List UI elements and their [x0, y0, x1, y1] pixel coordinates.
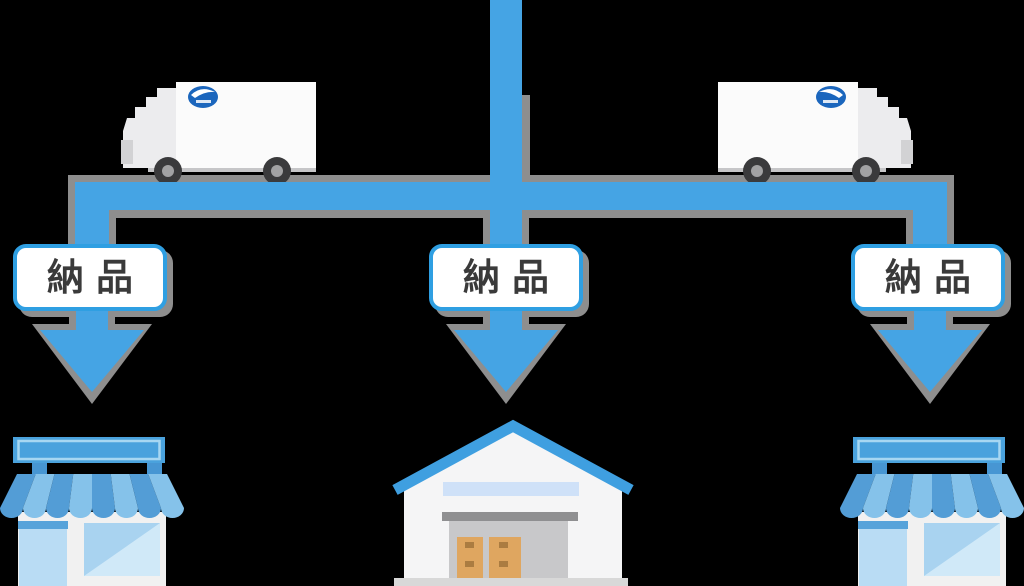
delivery-label-center-text: 納品: [463, 256, 561, 299]
store-right-icon: [838, 435, 1024, 586]
branch-right: [913, 182, 947, 246]
delivery-label-left: 納品: [13, 244, 167, 311]
delivery-label-right-text: 納品: [885, 256, 983, 299]
delivery-label-left-text: 納品: [47, 256, 145, 299]
supply-connector: [40, 0, 982, 392]
warehouse-icon: [392, 419, 634, 586]
truck-left-icon: [121, 82, 316, 185]
center-supply-line: [490, 0, 522, 248]
store-left-icon: [0, 435, 186, 586]
delivery-label-center: 納品: [429, 244, 583, 311]
branch-left: [75, 182, 109, 246]
delivery-label-right: 納品: [851, 244, 1005, 311]
truck-right-icon: [718, 82, 913, 185]
